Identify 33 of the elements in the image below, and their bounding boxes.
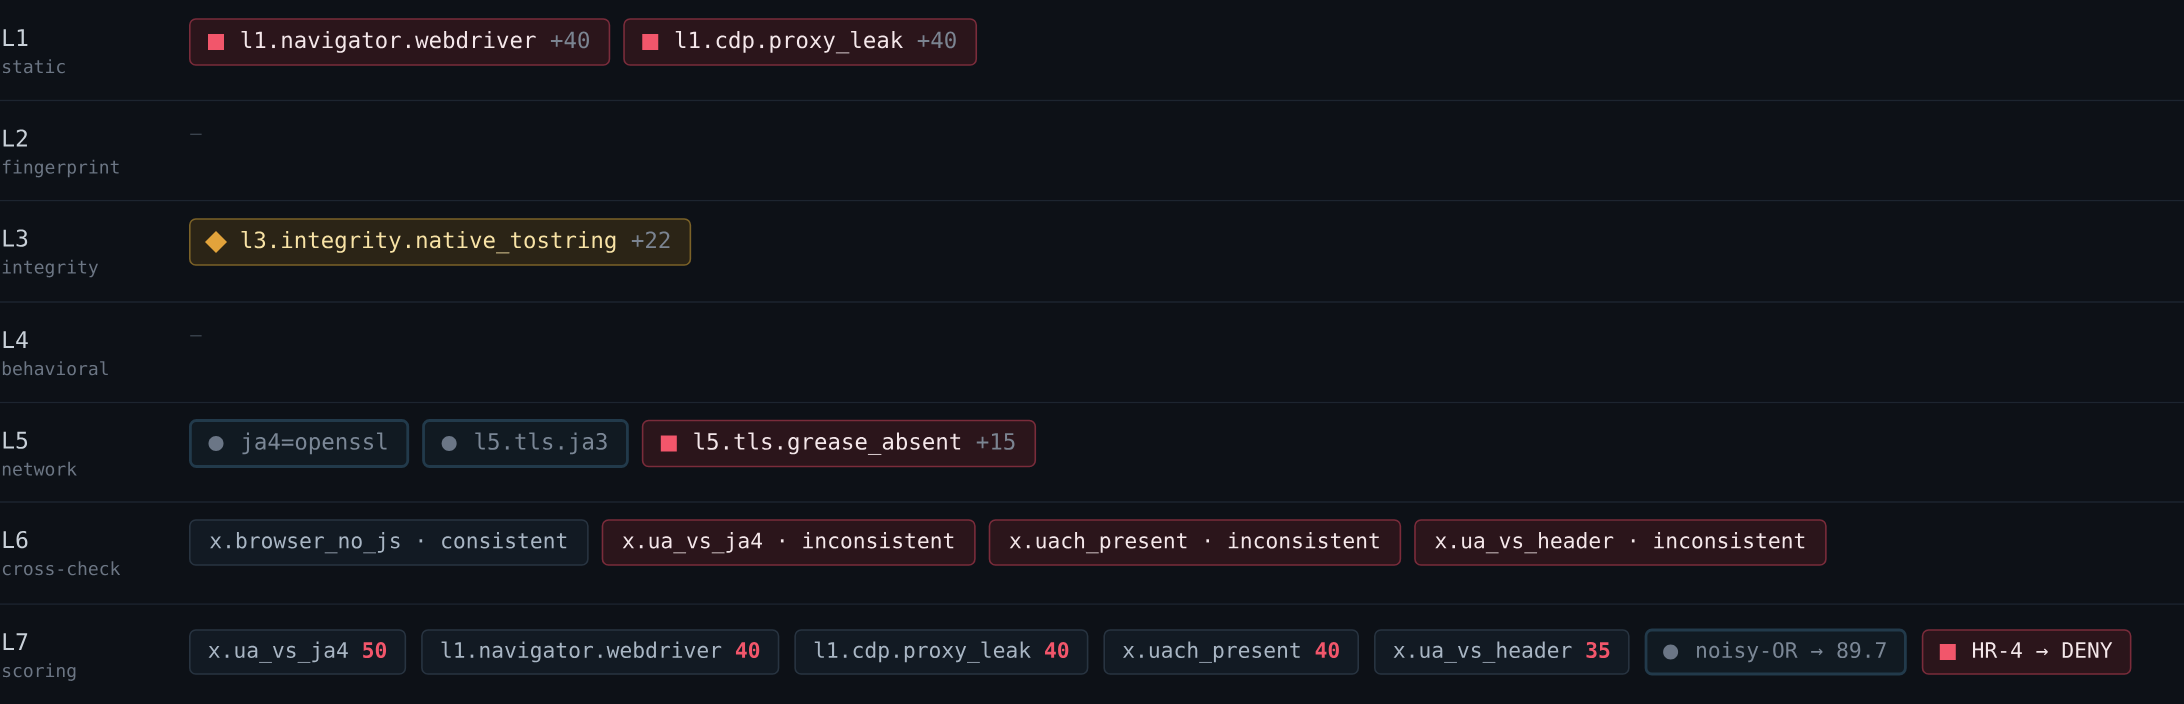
tag-chip: HR-4 → DENY	[1921, 629, 2132, 675]
row-caption: scoring	[3, 663, 76, 681]
tag-chip: noisy-OR → 89.7	[1644, 628, 1907, 676]
row-caption: integrity	[2, 259, 98, 278]
row-label: L1	[3, 29, 28, 46]
row-caption: network	[2, 461, 77, 476]
tag-chip: ja4=openssl	[189, 419, 410, 468]
tag-chip: l3.integrity.native_tostring +22	[189, 218, 692, 266]
tag-chip: x.ua_vs_header · inconsistent	[1414, 519, 1827, 566]
row-label: L5	[3, 431, 28, 449]
row-caption: fingerprint	[2, 159, 119, 178]
placeholder-dash: —	[190, 133, 202, 135]
placeholder-dash: —	[190, 335, 202, 337]
row-label: L6	[3, 530, 28, 549]
tag-chip: x.uach_present 40	[1103, 629, 1359, 675]
tag-chip: x.ua_vs_ja4 · inconsistent	[601, 519, 976, 566]
tag-chip: l1.navigator.webdriver 40	[421, 629, 780, 675]
tag-chip: l1.cdp.proxy_leak +40	[623, 18, 978, 66]
tag-chip: x.browser_no_js · consistent	[189, 519, 589, 566]
tag-chip: x.ua_vs_header 35	[1374, 629, 1630, 675]
row-caption: cross-check	[2, 561, 121, 576]
row-label: L7	[3, 633, 28, 650]
tag-chip: l5.tls.ja3	[422, 419, 629, 468]
row-label: L4	[3, 331, 28, 348]
row-label: L3	[3, 229, 28, 247]
tag-chip: l1.navigator.webdriver +40	[189, 18, 611, 66]
tag-chip: l1.cdp.proxy_leak 40	[794, 629, 1089, 675]
tag-chip: x.uach_present · inconsistent	[988, 519, 1402, 566]
row-label: L2	[3, 129, 27, 147]
tag-chip: l5.tls.grease_absent +15	[641, 419, 1037, 468]
row-caption: static	[3, 59, 65, 74]
tag-chip: x.ua_vs_ja4 50	[189, 629, 407, 675]
row-caption: behavioral	[2, 361, 108, 376]
